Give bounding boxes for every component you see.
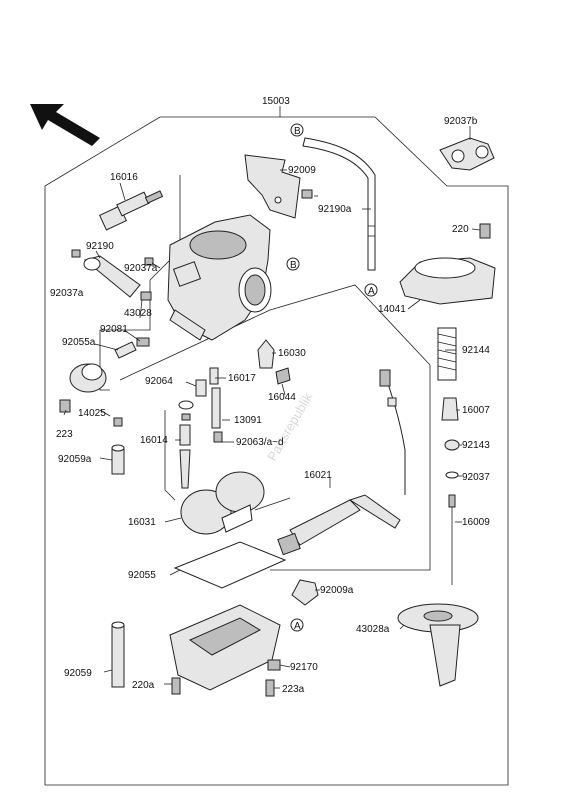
- callout-labels: 15003 92037b 16016 92009 92190a 92190 92…: [50, 96, 490, 695]
- callout-16009: 16009: [462, 517, 490, 528]
- callout-92081: 92081: [100, 324, 128, 335]
- callout-223a: 223a: [282, 684, 305, 695]
- callout-220: 220: [452, 224, 469, 235]
- callout-16021: 16021: [304, 470, 332, 481]
- callout-13091: 13091: [234, 415, 262, 426]
- carburetor-body-part: [167, 214, 272, 341]
- adjuster-screw-part: [265, 679, 275, 697]
- ref-marker-a-bowl: A: [290, 618, 304, 632]
- main-jet-stack-part: [178, 379, 223, 489]
- diaphragm-spring-part: [437, 327, 457, 381]
- ref-marker-a-hose: A: [364, 283, 378, 297]
- callout-16044: 16044: [268, 392, 296, 403]
- throttle-screw-part: [98, 190, 164, 231]
- clip-part: [445, 471, 459, 479]
- coasting-enricher-cover-part: [69, 363, 107, 393]
- hose-clamp-part: [439, 137, 495, 171]
- callout-92009: 92009: [288, 165, 316, 176]
- vacuum-piston-part: [397, 603, 479, 687]
- cable-bracket-part: [244, 154, 301, 219]
- callout-92009a: 92009a: [320, 585, 354, 596]
- svg-text:A: A: [294, 621, 301, 632]
- float-bowl-part: [169, 604, 281, 691]
- callout-16014: 16014: [140, 435, 168, 446]
- callout-92055a: 92055a: [62, 337, 96, 348]
- callout-220a: 220a: [132, 680, 155, 691]
- callout-92170: 92170: [290, 662, 318, 673]
- callout-92055: 92055: [128, 570, 156, 581]
- leader-lines: [63, 126, 481, 689]
- drain-tube-part: [111, 444, 125, 475]
- needle-holder-part: [441, 397, 459, 421]
- washer-part: [444, 439, 460, 451]
- float-bowl-gasket-part: [173, 541, 287, 589]
- needle-jet-part: [257, 339, 275, 369]
- callout-92064: 92064: [145, 376, 173, 387]
- callout-92037a-top: 92037a: [124, 263, 158, 274]
- callout-92190a: 92190a: [318, 204, 352, 215]
- callout-43028: 43028: [124, 308, 152, 319]
- svg-text:B: B: [294, 126, 301, 137]
- callout-92059: 92059: [64, 668, 92, 679]
- throttle-lever-part: [277, 369, 406, 556]
- float-pin-part: [275, 367, 291, 385]
- drain-screw-part: [291, 579, 319, 606]
- callout-92063: 92063/a~d: [236, 437, 284, 448]
- callout-16017: 16017: [228, 373, 256, 384]
- callout-223: 223: [56, 429, 73, 440]
- float-assembly-part: [180, 471, 291, 535]
- jet-needle-holder-part: [209, 367, 219, 385]
- vent-hose-part: [302, 137, 376, 271]
- callout-16030: 16030: [278, 348, 306, 359]
- front-direction-arrow-icon: [30, 104, 100, 146]
- assembly-outline: [44, 116, 509, 786]
- callout-92037: 92037: [462, 472, 490, 483]
- svg-text:A: A: [368, 286, 375, 297]
- callout-14025: 14025: [78, 408, 106, 419]
- callout-92037b: 92037b: [444, 116, 478, 127]
- callout-43028a: 43028a: [356, 624, 390, 635]
- callout-92037a: 92037a: [50, 288, 84, 299]
- bowl-clamp-part: [267, 659, 281, 671]
- callout-92059a: 92059a: [58, 454, 92, 465]
- callout-92190: 92190: [86, 241, 114, 252]
- ref-marker-b-top: B: [290, 123, 304, 137]
- callout-16016: 16016: [110, 172, 138, 183]
- ref-marker-b-body: B: [286, 257, 300, 271]
- pilot-screw-spring-part: [114, 341, 137, 359]
- callout-15003: 15003: [262, 96, 290, 107]
- callout-92143: 92143: [462, 440, 490, 451]
- svg-text:B: B: [290, 260, 297, 271]
- top-cover-part: [399, 257, 496, 305]
- callout-16031: 16031: [128, 517, 156, 528]
- callout-92144: 92144: [462, 345, 490, 356]
- overflow-tube-part: [111, 621, 125, 688]
- callout-14041: 14041: [378, 304, 406, 315]
- bowl-screw-part: [171, 677, 181, 695]
- short-hose-part: [83, 255, 141, 298]
- callout-16007: 16007: [462, 405, 490, 416]
